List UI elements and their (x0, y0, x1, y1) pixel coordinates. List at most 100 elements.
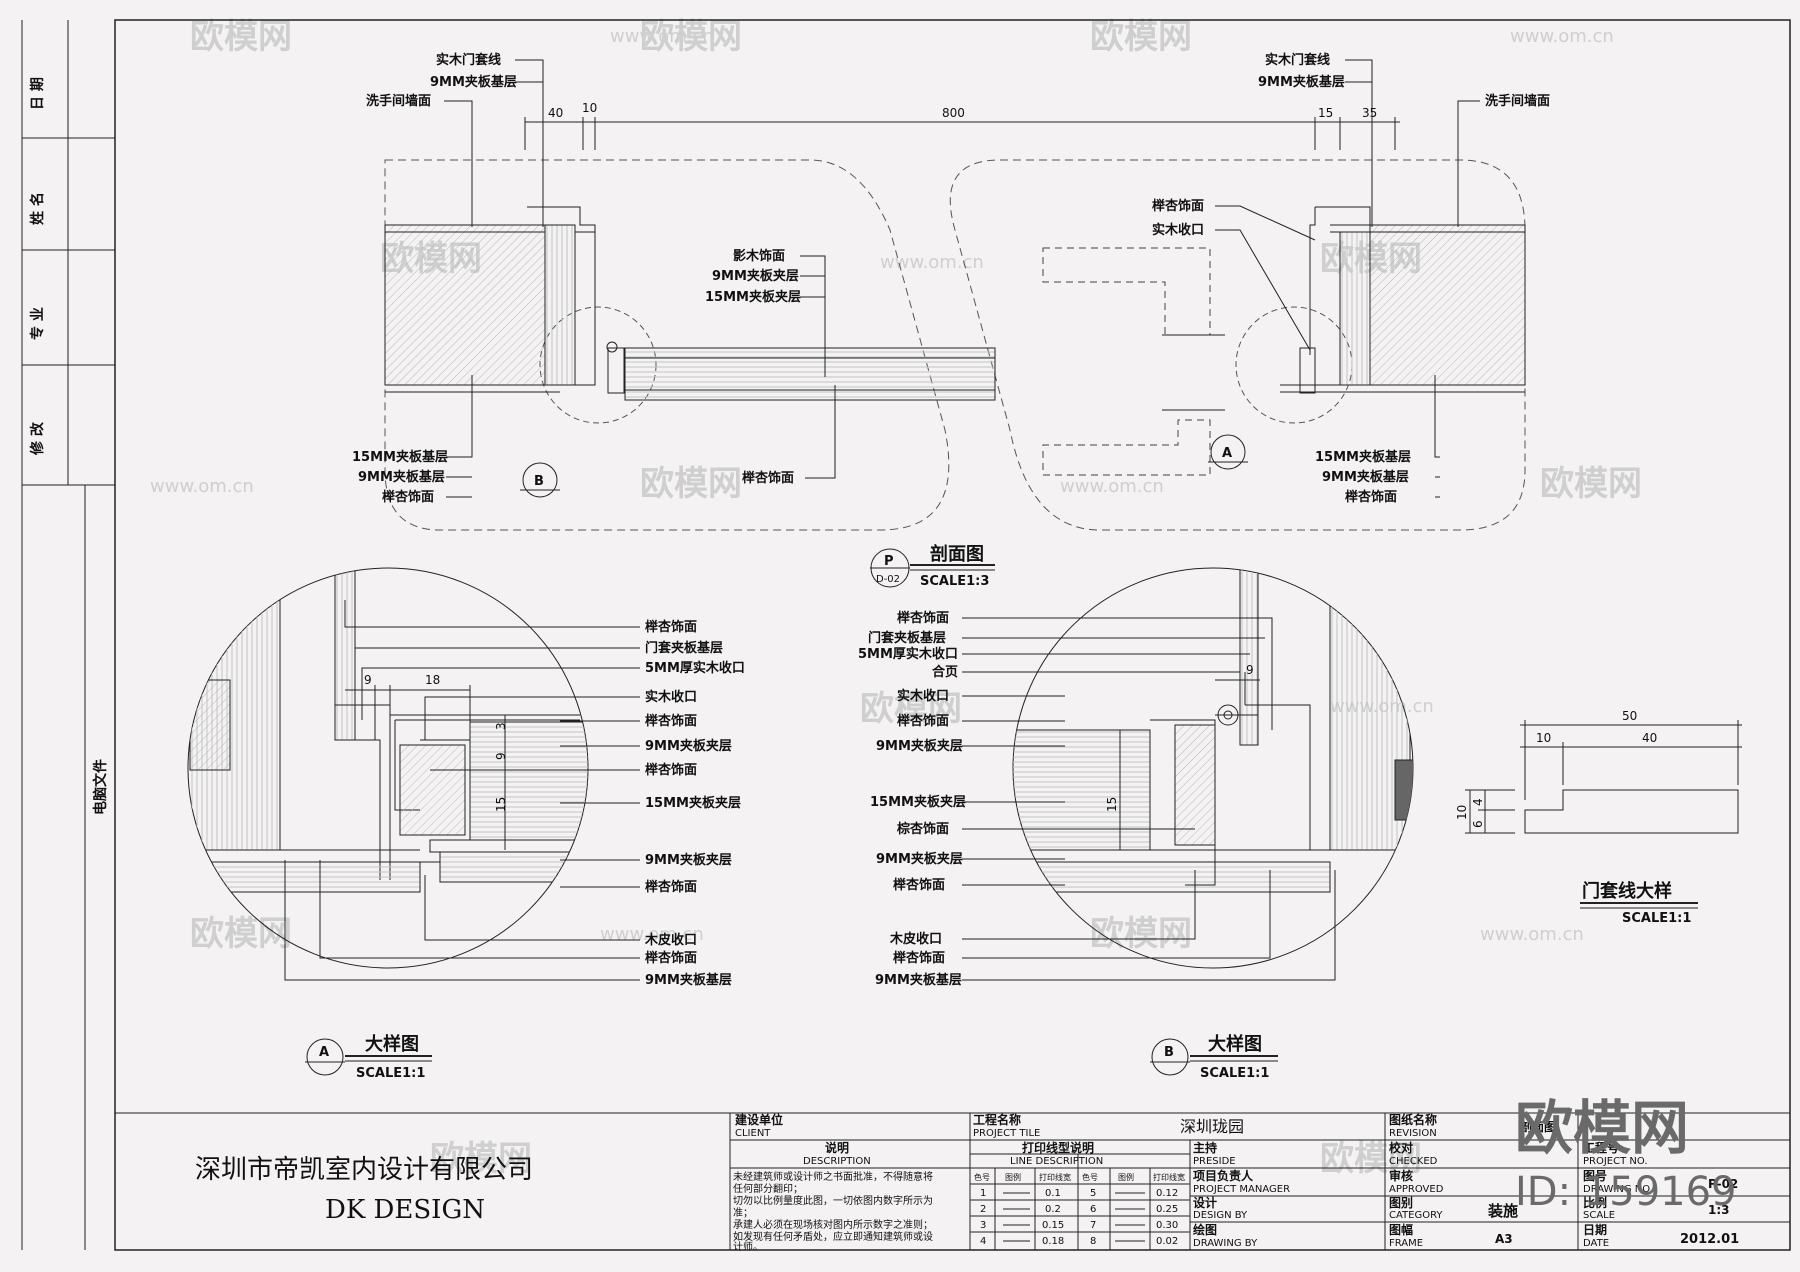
svg-text:3: 3 (980, 1220, 986, 1231)
svg-text:FRAME: FRAME (1389, 1238, 1423, 1249)
svg-text:打印线宽: 打印线宽 (1039, 1172, 1071, 1182)
casing-detail (1465, 720, 1742, 909)
casing-scale: SCALE1:1 (1622, 911, 1691, 926)
meta-left: 图纸名称 REVISION 校对 CHECKED 审核 APPROVED 图别 … (1389, 1112, 1444, 1249)
watermark-brand: 欧模网 (1090, 914, 1192, 954)
watermark-brand: 欧模网 (640, 464, 742, 504)
detail-b-title-text: 大样图 (1208, 1033, 1262, 1055)
svg-text:CHECKED: CHECKED (1389, 1156, 1438, 1167)
watermark-brand: 欧模网 (1540, 464, 1642, 504)
a-label-4: 榉杏饰面 (645, 713, 697, 729)
svg-text:0.15: 0.15 (1042, 1220, 1064, 1231)
desc-cn: 说明 (825, 1140, 849, 1155)
svg-text:DRAWING BY: DRAWING BY (1193, 1238, 1258, 1249)
marker-b: B (534, 474, 544, 489)
roles: 主持 PRESIDE 项目负责人 PROJECT MANAGER 设计 DESI… (1193, 1140, 1290, 1249)
label-beech-door: 榉杏饰面 (742, 470, 794, 486)
line-desc-en: LINE DESCRIPTION (1010, 1156, 1103, 1167)
detail-a-dim-9: 9 (364, 673, 372, 687)
title-block (115, 1112, 1790, 1250)
a-bottom-1: 榉杏饰面 (645, 950, 697, 966)
svg-text:未经建筑师或设计师之书面批准，不得随意将: 未经建筑师或设计师之书面批准，不得随意将 (733, 1170, 933, 1183)
svg-text:7: 7 (1090, 1220, 1096, 1231)
svg-text:0.12: 0.12 (1156, 1188, 1178, 1199)
casing-dim-10: 10 (1536, 731, 1551, 745)
dim-15: 15 (1318, 106, 1333, 120)
casing-title: 门套线大样 (1582, 880, 1672, 902)
svg-text:0.02: 0.02 (1156, 1236, 1178, 1247)
section-leaders (444, 59, 1480, 498)
sheet-name: 剖面图 (1520, 1119, 1556, 1134)
label-veneer: 影木饰面 (733, 248, 785, 264)
watermark-url: www.om.cn (1510, 26, 1614, 47)
desc-en: DESCRIPTION (803, 1156, 871, 1167)
b-bottom-0: 木皮收口 (889, 931, 942, 947)
a-bottom-0: 木皮收口 (644, 932, 697, 948)
svg-text:6: 6 (1090, 1204, 1096, 1215)
b-label-5: 榉杏饰面 (897, 713, 949, 729)
a-label-7: 15MM夹板夹层 (645, 795, 741, 811)
detail-a-dims (345, 685, 506, 850)
svg-text:图别: 图别 (1389, 1196, 1413, 1210)
watermark-big: 欧模网 (1515, 1094, 1689, 1162)
svg-text:0.30: 0.30 (1156, 1220, 1178, 1231)
section-marker-letter: P (884, 554, 894, 569)
side-row-discipline: 专 业 (29, 307, 46, 340)
desc-text: 未经建筑师或设计师之书面批准，不得随意将 任何部分翻印； 切勿以比例量度此图，一… (733, 1170, 933, 1253)
watermark-brand: 欧模网 (190, 17, 292, 57)
svg-text:绘图: 绘图 (1193, 1222, 1217, 1237)
svg-text:切勿以比例量度此图，一切依图内数字所示为: 切勿以比例量度此图，一切依图内数字所示为 (733, 1194, 933, 1207)
section-labels: 实木门套线 9MM夹板基层 洗手间墙面 实木门套线 9MM夹板基层 洗手间墙面 … (352, 52, 1550, 505)
svg-text:DRAWING NO.: DRAWING NO. (1583, 1184, 1653, 1195)
b-label-2: 5MM厚实木收口 (858, 646, 958, 662)
svg-text:承建人必须在现场核对图内所示数字之准则；: 承建人必须在现场核对图内所示数字之准则； (733, 1218, 933, 1231)
svg-text:打印线宽: 打印线宽 (1153, 1172, 1185, 1182)
detail-a-labels: 榉杏饰面 门套夹板基层 5MM厚实木收口 实木收口 榉杏饰面 9MM夹板夹层 榉… (644, 619, 745, 988)
section-scale: SCALE1:3 (920, 574, 989, 589)
label-casing-right: 实木门套线 (1265, 52, 1330, 68)
client-cn: 建设单位 (734, 1112, 783, 1127)
svg-text:REVISION: REVISION (1389, 1128, 1437, 1139)
b-label-0: 榉杏饰面 (897, 610, 949, 626)
label-beech-left: 榉杏饰面 (382, 489, 434, 505)
svg-text:日期: 日期 (1583, 1222, 1607, 1237)
watermark-brand: 欧模网 (190, 914, 292, 954)
svg-text:DESIGN BY: DESIGN BY (1193, 1210, 1248, 1221)
watermark-brand: 欧模网 (1090, 17, 1192, 57)
svg-text:PROJECT NO.: PROJECT NO. (1583, 1156, 1648, 1167)
detail-a-marker: A (319, 1045, 329, 1060)
project-name: 深圳珑园 (1180, 1117, 1244, 1136)
b-label-4: 实木收口 (897, 688, 949, 704)
svg-text:PRESIDE: PRESIDE (1193, 1156, 1236, 1167)
watermark-url: www.om.cn (1060, 476, 1164, 497)
svg-text:计师。: 计师。 (733, 1240, 763, 1253)
label-9mm-base: 9MM夹板基层 (430, 74, 517, 90)
watermark-brand: 欧模网 (640, 17, 742, 57)
label-casing: 实木门套线 (436, 52, 501, 68)
svg-text:主持: 主持 (1193, 1140, 1217, 1155)
project-cn: 工程名称 (973, 1112, 1021, 1127)
b-label-8: 棕杏饰面 (896, 821, 949, 837)
svg-text:准；: 准； (733, 1207, 753, 1219)
detail-b-dim-9: 9 (1246, 663, 1254, 677)
date-value: 2012.01 (1680, 1232, 1739, 1247)
category-value: 装施 (1487, 1202, 1518, 1220)
b-bottom-1: 榉杏饰面 (893, 950, 945, 966)
label-15mm-base-right: 15MM夹板基层 (1315, 449, 1411, 465)
svg-text:图例: 图例 (1005, 1172, 1021, 1182)
label-15mm-ply: 15MM夹板夹层 (705, 289, 801, 305)
label-9mm-base-left: 9MM夹板基层 (358, 469, 445, 485)
casing-dim-50: 50 (1622, 709, 1637, 723)
b-label-3: 合页 (932, 664, 958, 680)
watermark-brand: 欧模网 (860, 689, 962, 729)
detail-a-dim-15: 15 (494, 797, 508, 812)
svg-text:任何部分翻印；: 任何部分翻印； (733, 1182, 803, 1195)
casing-dim-40: 40 (1642, 731, 1657, 745)
detail-a-title-text: 大样图 (365, 1033, 419, 1055)
b-bottom-2: 9MM夹板基层 (875, 972, 962, 988)
svg-text:DATE: DATE (1583, 1238, 1609, 1249)
svg-text:色号: 色号 (1082, 1172, 1098, 1182)
detail-a-scale: SCALE1:1 (356, 1066, 425, 1081)
b-label-9: 9MM夹板夹层 (876, 851, 963, 867)
